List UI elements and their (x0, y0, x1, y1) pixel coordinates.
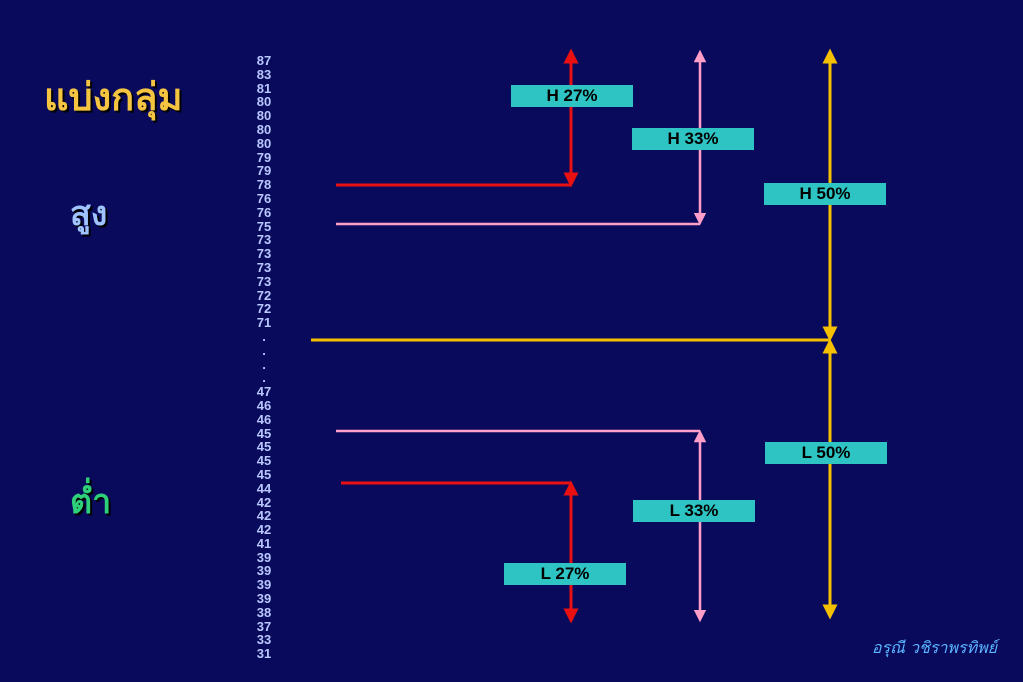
score-item: 73 (256, 246, 272, 262)
score-item: 76 (256, 204, 272, 220)
score-item: 80 (256, 108, 272, 124)
score-item: 42 (256, 522, 272, 538)
score-item: 72 (256, 301, 272, 317)
score-item: 76 (256, 190, 272, 206)
score-item: 39 (256, 577, 272, 593)
score-item: 75 (256, 218, 272, 234)
score-item: 47 (256, 384, 272, 400)
score-item: 46 (256, 397, 272, 413)
label-h50: H 50% (764, 183, 886, 205)
score-item: 39 (256, 549, 272, 565)
score-item: 37 (256, 618, 272, 634)
score-item: 39 (256, 563, 272, 579)
score-item: 81 (256, 80, 272, 96)
score-item: 78 (256, 177, 272, 193)
score-item: 73 (256, 259, 272, 275)
score-item: 41 (256, 535, 272, 551)
score-item: 42 (256, 494, 272, 510)
score-item: 73 (256, 273, 272, 289)
score-item: 80 (256, 121, 272, 137)
score-item: . (262, 328, 266, 344)
score-item: 73 (256, 232, 272, 248)
score-item: 72 (256, 287, 272, 303)
score-item: 45 (256, 453, 272, 469)
score-item: 71 (256, 315, 272, 331)
score-item: 87 (256, 53, 272, 68)
page-title: แบ่งกลุ่ม (44, 75, 183, 119)
score-item: 44 (256, 480, 272, 496)
score-item: 80 (256, 135, 272, 151)
score-item: 33 (256, 632, 272, 648)
score-item: 39 (256, 591, 272, 607)
score-item: 46 (256, 411, 272, 427)
score-item: 80 (256, 94, 272, 110)
label-h33: H 33% (632, 128, 754, 150)
author-credit: อรุณี วชิราพรทิพย์ (871, 638, 997, 657)
score-item: 42 (256, 508, 272, 524)
score-item: . (262, 370, 266, 386)
label-l33: L 33% (633, 500, 755, 522)
score-item: 79 (256, 149, 272, 165)
score-item: . (262, 356, 266, 372)
high-group-label: สูง (70, 194, 108, 234)
score-item: 31 (256, 646, 272, 662)
label-h27: H 27% (511, 85, 633, 107)
score-item: 79 (256, 163, 272, 179)
score-item: 45 (256, 425, 272, 441)
score-item: 38 (256, 604, 272, 620)
score-item: . (262, 342, 266, 358)
low-group-label: ต่ำ (70, 482, 112, 522)
score-item: 45 (256, 466, 272, 482)
score-item: 83 (256, 66, 272, 82)
label-l27: L 27% (504, 563, 626, 585)
label-l50: L 50% (765, 442, 887, 464)
score-item: 45 (256, 439, 272, 455)
